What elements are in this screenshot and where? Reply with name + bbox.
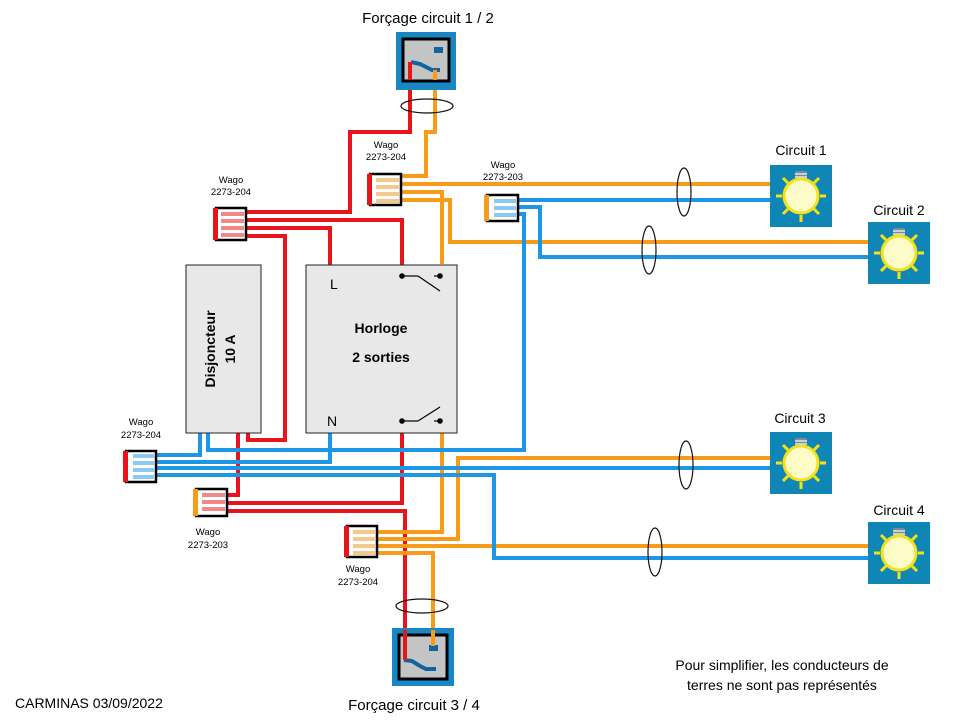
cable-marker (641, 225, 657, 275)
wago-connector: Wago 2273-203 (483, 160, 523, 223)
wago-connector: Wago 2273-204 (211, 175, 251, 242)
author-date: CARMINAS 03/09/2022 (15, 695, 163, 711)
clock-title: Horloge (355, 320, 408, 336)
switch-icon (392, 628, 454, 686)
switch-icon (396, 32, 456, 90)
breaker-label: Disjoncteur (202, 310, 218, 388)
cable-markers (395, 98, 694, 614)
neutral-wires (156, 198, 868, 560)
svg-text:2273-204: 2273-204 (366, 152, 406, 163)
bulb-icon (768, 430, 834, 496)
switch-3-4[interactable]: Forçage circuit 3 / 4 (348, 628, 480, 714)
svg-text:Wago: Wago (219, 175, 243, 186)
circuit-3: Circuit 3 (768, 410, 834, 496)
cable-marker (678, 440, 694, 490)
cable-marker (400, 98, 454, 114)
wago-connector: Wago 2273-204 (366, 140, 406, 207)
svg-text:Wago: Wago (346, 564, 370, 575)
breaker-rating: 10 A (222, 334, 238, 363)
switch-3-4-label: Forçage circuit 3 / 4 (348, 697, 480, 714)
svg-text:Wago: Wago (129, 417, 153, 428)
phase-wires (226, 62, 412, 640)
switch-1-2[interactable]: Forçage circuit 1 / 2 (362, 10, 494, 90)
cable-marker (395, 598, 449, 614)
cable-marker (676, 167, 692, 217)
svg-text:Circuit 1: Circuit 1 (775, 142, 827, 158)
wago-connector: Wago 2273-204 (338, 524, 379, 588)
relay-contact-icon (399, 273, 443, 292)
circuit-1: Circuit 1 (768, 142, 834, 229)
bulb-icon (768, 163, 834, 229)
wago-connector: Wago 2273-203 (188, 487, 229, 551)
circuit-breaker: Disjoncteur 10 A (185, 264, 262, 434)
note-line-2: terres ne sont pas représentés (687, 677, 877, 693)
circuit-2: Circuit 2 (866, 202, 932, 286)
wago-connector: Wago 2273-204 (121, 417, 161, 484)
svg-text:2273-204: 2273-204 (121, 430, 161, 441)
svg-text:Circuit 3: Circuit 3 (774, 410, 826, 426)
bulb-icon (866, 220, 932, 286)
circuit-4: Circuit 4 (866, 502, 932, 586)
svg-text:2273-203: 2273-203 (483, 172, 523, 183)
svg-text:Wago: Wago (196, 527, 220, 538)
svg-text:Wago: Wago (491, 160, 515, 171)
svg-text:Wago: Wago (374, 140, 398, 151)
terminal-l: L (330, 276, 338, 292)
note-line-1: Pour simplifier, les conducteurs de (675, 657, 888, 673)
svg-text:2273-204: 2273-204 (211, 187, 251, 198)
svg-text:2273-203: 2273-203 (188, 540, 228, 551)
switch-1-2-label: Forçage circuit 1 / 2 (362, 10, 494, 27)
cable-marker (647, 527, 663, 577)
svg-text:2273-204: 2273-204 (338, 577, 378, 588)
timer-clock: L N Horloge 2 sorties (305, 264, 458, 434)
svg-text:Circuit 4: Circuit 4 (873, 502, 925, 518)
relay-contact-icon (399, 406, 443, 424)
clock-subtitle: 2 sorties (352, 349, 410, 365)
bulb-icon (866, 520, 932, 586)
terminal-n: N (327, 413, 337, 429)
svg-text:Circuit 2: Circuit 2 (873, 202, 925, 218)
